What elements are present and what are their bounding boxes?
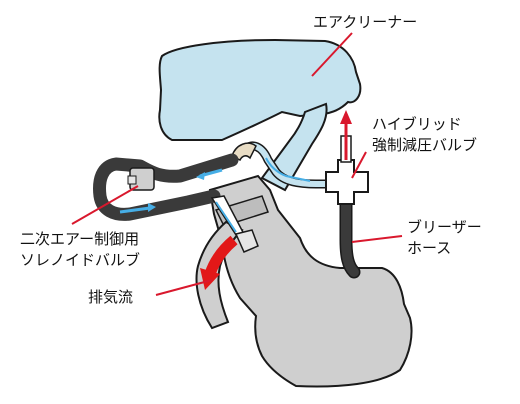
flow-arrow-hose (265, 157, 311, 182)
label-hybrid-valve: ハイブリッド 強制減圧バルブ (372, 114, 477, 156)
engine-block (208, 174, 413, 388)
label-breather-hose: ブリーザー ホース (407, 217, 482, 259)
flow-arrow-upper-head (196, 172, 205, 180)
label-solenoid-valve-line1: 二次エアー制御用 (20, 230, 140, 248)
reed-valve-cap (234, 229, 259, 253)
label-solenoid-valve-line2: ソレノイドバルブ (20, 251, 141, 269)
label-exhaust-flow: 排気流 (88, 287, 133, 308)
flow-arrow-lower-head (148, 203, 156, 212)
solenoid-valve-port (127, 175, 137, 185)
exhaust-flow-arrow (204, 235, 238, 276)
leader-breather-hose (351, 235, 403, 243)
leader-hybrid-valve (351, 151, 367, 179)
label-air-cleaner-text: エアクリーナー (313, 13, 418, 31)
label-solenoid-valve: 二次エアー制御用 ソレノイドバルブ (20, 229, 140, 271)
flow-arrow-lower (119, 206, 151, 214)
label-breather-hose-line1: ブリーザー (407, 218, 482, 236)
label-exhaust-flow-text: 排気流 (88, 288, 134, 306)
label-hybrid-valve-line1: ハイブリッド (372, 115, 462, 133)
leader-air-cleaner (311, 32, 353, 77)
label-hybrid-valve-line2: 強制減圧バルブ (372, 136, 478, 154)
solenoid-hose (93, 153, 239, 221)
breather-hose-fill (341, 185, 359, 277)
flow-arrow-inlet (215, 201, 237, 233)
hose-elbow (231, 142, 257, 162)
label-air-cleaner: エアクリーナー (313, 12, 417, 33)
label-breather-hose-line2: ホース (407, 239, 452, 257)
hybrid-valve-up-arrow-head (340, 110, 352, 124)
hybrid-valve-fitting (325, 159, 369, 205)
leader-exhaust (155, 279, 213, 296)
leader-solenoid (71, 185, 139, 225)
exhaust-flow-arrow-head (200, 268, 220, 290)
